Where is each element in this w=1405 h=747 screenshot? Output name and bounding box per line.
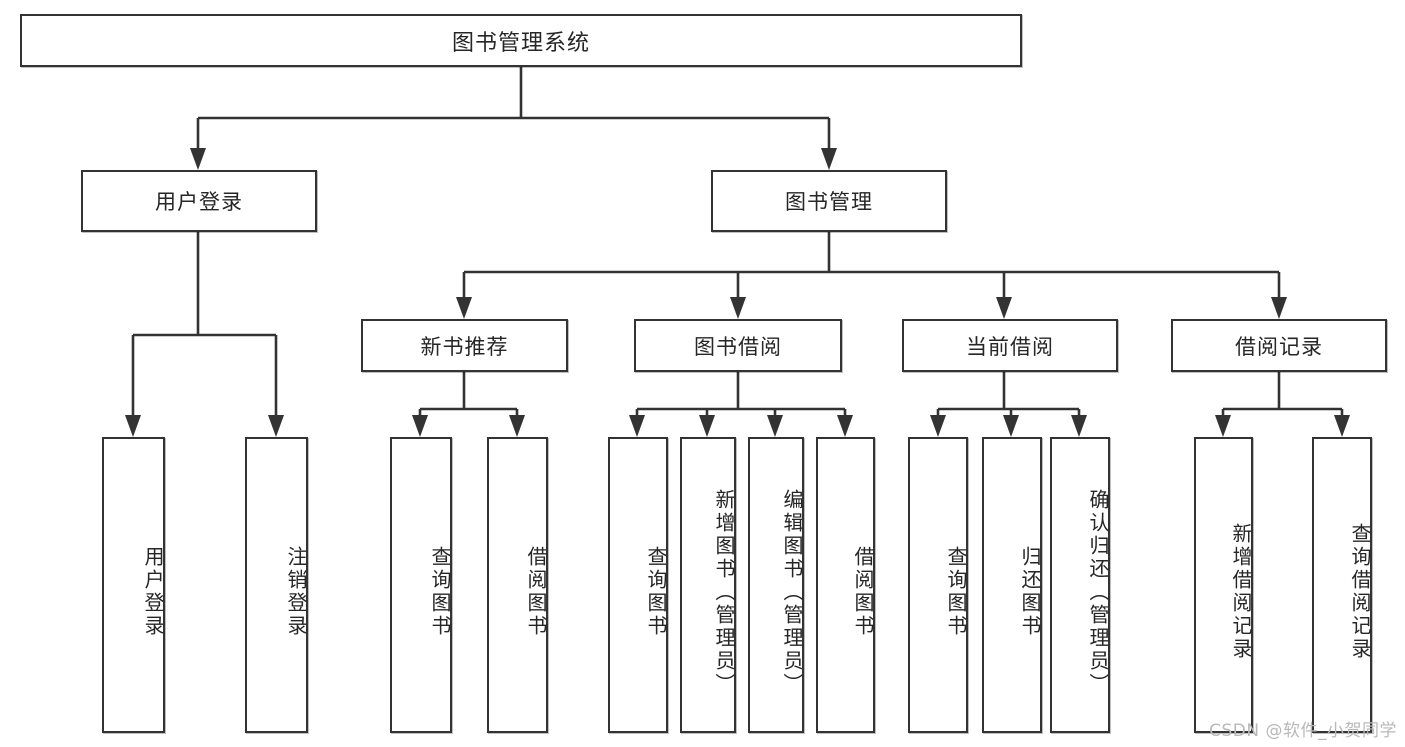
node-book-borrow[interactable]: 图书借阅 [634, 319, 842, 372]
leaf-query-borrow-record[interactable]: 查询借阅记录 [1312, 437, 1372, 733]
node-label: 图书借阅 [694, 334, 782, 359]
node-label: 借阅图书 [524, 546, 548, 638]
leaf-add-book-admin[interactable]: 新增图书（管理员） [680, 437, 736, 733]
leaf-edit-book-admin[interactable]: 编辑图书（管理员） [748, 437, 804, 733]
leaf-user-logout[interactable]: 注销登录 [245, 437, 308, 733]
node-label: 新书推荐 [420, 334, 509, 359]
leaf-confirm-return-admin[interactable]: 确认归还（管理员） [1050, 437, 1110, 733]
leaf-query-book-recommend[interactable]: 查询图书 [390, 437, 452, 733]
node-borrow-record[interactable]: 借阅记录 [1171, 319, 1387, 372]
leaf-borrow-book-borrow[interactable]: 借阅图书 [816, 437, 875, 733]
node-label: 用户登录 [155, 190, 243, 214]
node-label: 用户登录 [141, 546, 165, 638]
node-label: 新增图书（管理员） [712, 488, 736, 696]
node-root-book-management-system[interactable]: 图书管理系统 [20, 14, 1022, 67]
leaf-query-book-current[interactable]: 查询图书 [908, 437, 968, 733]
node-label: 图书管理 [785, 190, 873, 214]
node-book-manage[interactable]: 图书管理 [711, 170, 947, 232]
node-label: 查询图书 [644, 546, 668, 638]
node-label: 查询图书 [428, 546, 452, 638]
node-label: 确认归还（管理员） [1086, 488, 1110, 696]
node-label: 借阅记录 [1235, 334, 1323, 359]
leaf-return-book[interactable]: 归还图书 [982, 437, 1042, 733]
watermark-text: CSDN @软件_小贺同学 [1209, 721, 1397, 741]
leaf-user-login[interactable]: 用户登录 [102, 437, 165, 733]
node-label: 新增借阅记录 [1229, 523, 1253, 661]
node-label: 注销登录 [284, 546, 308, 638]
node-label: 归还图书 [1018, 546, 1042, 638]
leaf-add-borrow-record[interactable]: 新增借阅记录 [1194, 437, 1253, 733]
node-new-book-recommend[interactable]: 新书推荐 [361, 319, 568, 372]
node-label: 借阅图书 [851, 546, 875, 638]
node-label: 查询图书 [944, 546, 968, 638]
leaf-query-book-borrow[interactable]: 查询图书 [608, 437, 668, 733]
node-label: 编辑图书（管理员） [780, 488, 804, 696]
node-label: 当前借阅 [966, 334, 1054, 359]
leaf-borrow-book-recommend[interactable]: 借阅图书 [487, 437, 548, 733]
node-user-login[interactable]: 用户登录 [81, 170, 317, 232]
node-label: 查询借阅记录 [1348, 523, 1372, 661]
node-label: 图书管理系统 [451, 30, 590, 56]
node-current-borrow[interactable]: 当前借阅 [902, 319, 1118, 372]
